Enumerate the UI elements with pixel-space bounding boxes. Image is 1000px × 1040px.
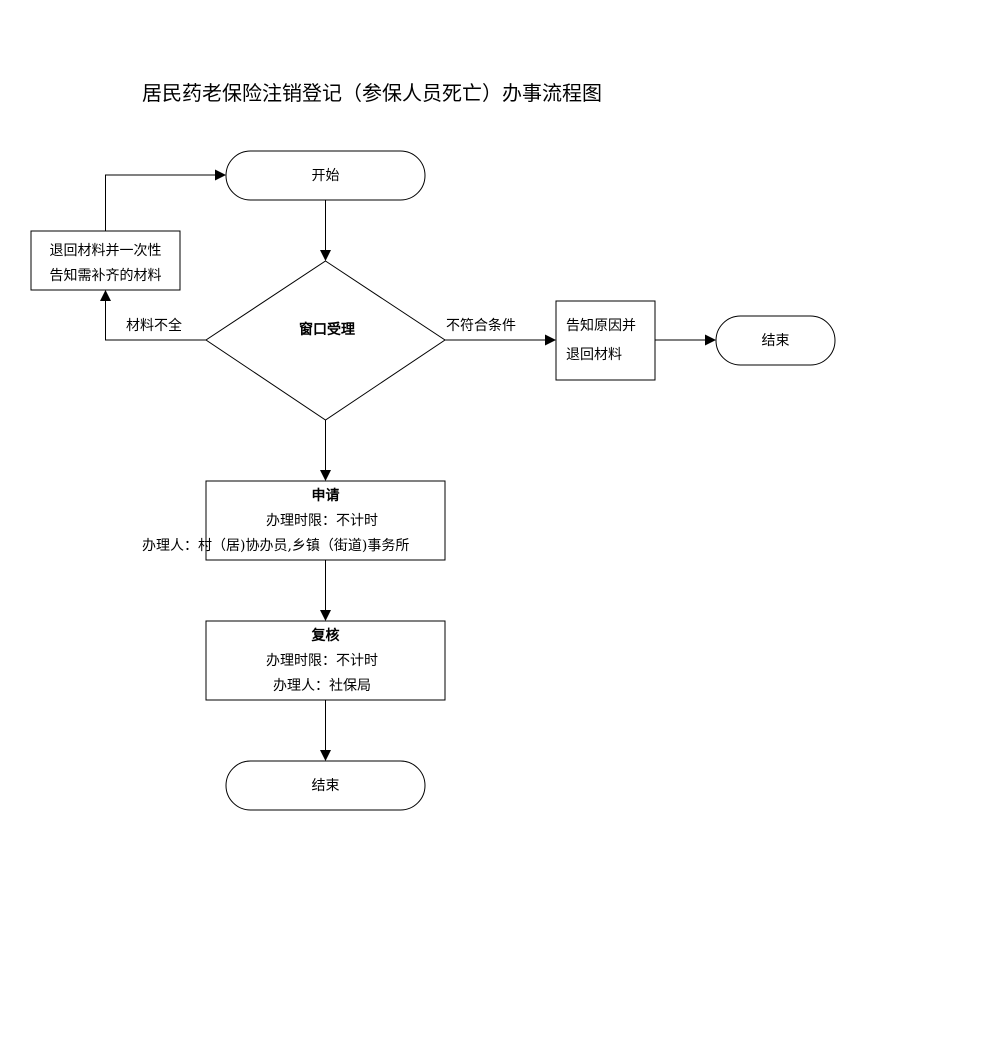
arrow-review-to-end bbox=[320, 700, 331, 761]
review-box bbox=[205, 620, 446, 701]
arrow-start-to-window bbox=[320, 200, 331, 261]
end-bottom-node: 结束 bbox=[225, 760, 426, 811]
return-materials-box bbox=[30, 230, 181, 291]
review-handler: 办理人：社保局 bbox=[273, 678, 371, 694]
arrow-apply-to-review bbox=[320, 560, 331, 621]
apply-title: 申请 bbox=[312, 487, 340, 504]
apply-handler: 办理人：村（居)协办员,乡镇（街道)事务所 bbox=[142, 538, 409, 554]
arrow-return-to-start bbox=[105, 169, 226, 231]
return-materials-line-1: 退回材料并一次性 bbox=[50, 243, 162, 259]
review-node: 复核 办理时限：不计时 办理人：社保局 bbox=[205, 620, 446, 701]
edge-not-qualified: 不符合条件 bbox=[445, 317, 556, 346]
apply-time-limit: 办理时限：不计时 bbox=[266, 513, 378, 529]
inform-reason-line-2: 退回材料 bbox=[566, 347, 622, 363]
edge-not-qualified-label: 不符合条件 bbox=[446, 317, 516, 334]
apply-node: 申请 办理时限：不计时 办理人：村（居)协办员,乡镇（街道)事务所 bbox=[142, 480, 446, 561]
inform-reason-node: 告知原因并 退回材料 bbox=[555, 300, 656, 381]
end-right-terminator-shape bbox=[715, 315, 836, 366]
inform-reason-line-1: 告知原因并 bbox=[566, 317, 636, 334]
return-materials-node: 退回材料并一次性 告知需补齐的材料 bbox=[30, 230, 181, 291]
edge-incomplete-label: 材料不全 bbox=[126, 317, 182, 334]
window-decision-node: 窗口受理 bbox=[205, 260, 446, 421]
review-time-limit: 办理时限：不计时 bbox=[266, 653, 378, 669]
start-label: 开始 bbox=[312, 168, 340, 184]
arrow-window-to-apply bbox=[320, 420, 331, 481]
end-right-node: 结束 bbox=[715, 315, 836, 366]
window-label: 窗口受理 bbox=[299, 321, 355, 338]
apply-box bbox=[205, 480, 446, 561]
start-node: 开始 bbox=[225, 150, 426, 201]
end-bottom-label: 结束 bbox=[312, 778, 340, 794]
inform-reason-box bbox=[555, 300, 656, 381]
arrow-to-end-right bbox=[655, 334, 716, 346]
page-title: 居民药老保险注销登记（参保人员死亡）办事流程图 bbox=[142, 81, 602, 105]
review-title: 复核 bbox=[311, 627, 340, 644]
end-right-label: 结束 bbox=[762, 333, 790, 349]
edge-incomplete: 材料不全 bbox=[100, 290, 206, 341]
end-bottom-terminator-shape bbox=[225, 760, 426, 811]
return-materials-line-2: 告知需补齐的材料 bbox=[50, 267, 162, 284]
decision-diamond-shape bbox=[205, 260, 446, 421]
